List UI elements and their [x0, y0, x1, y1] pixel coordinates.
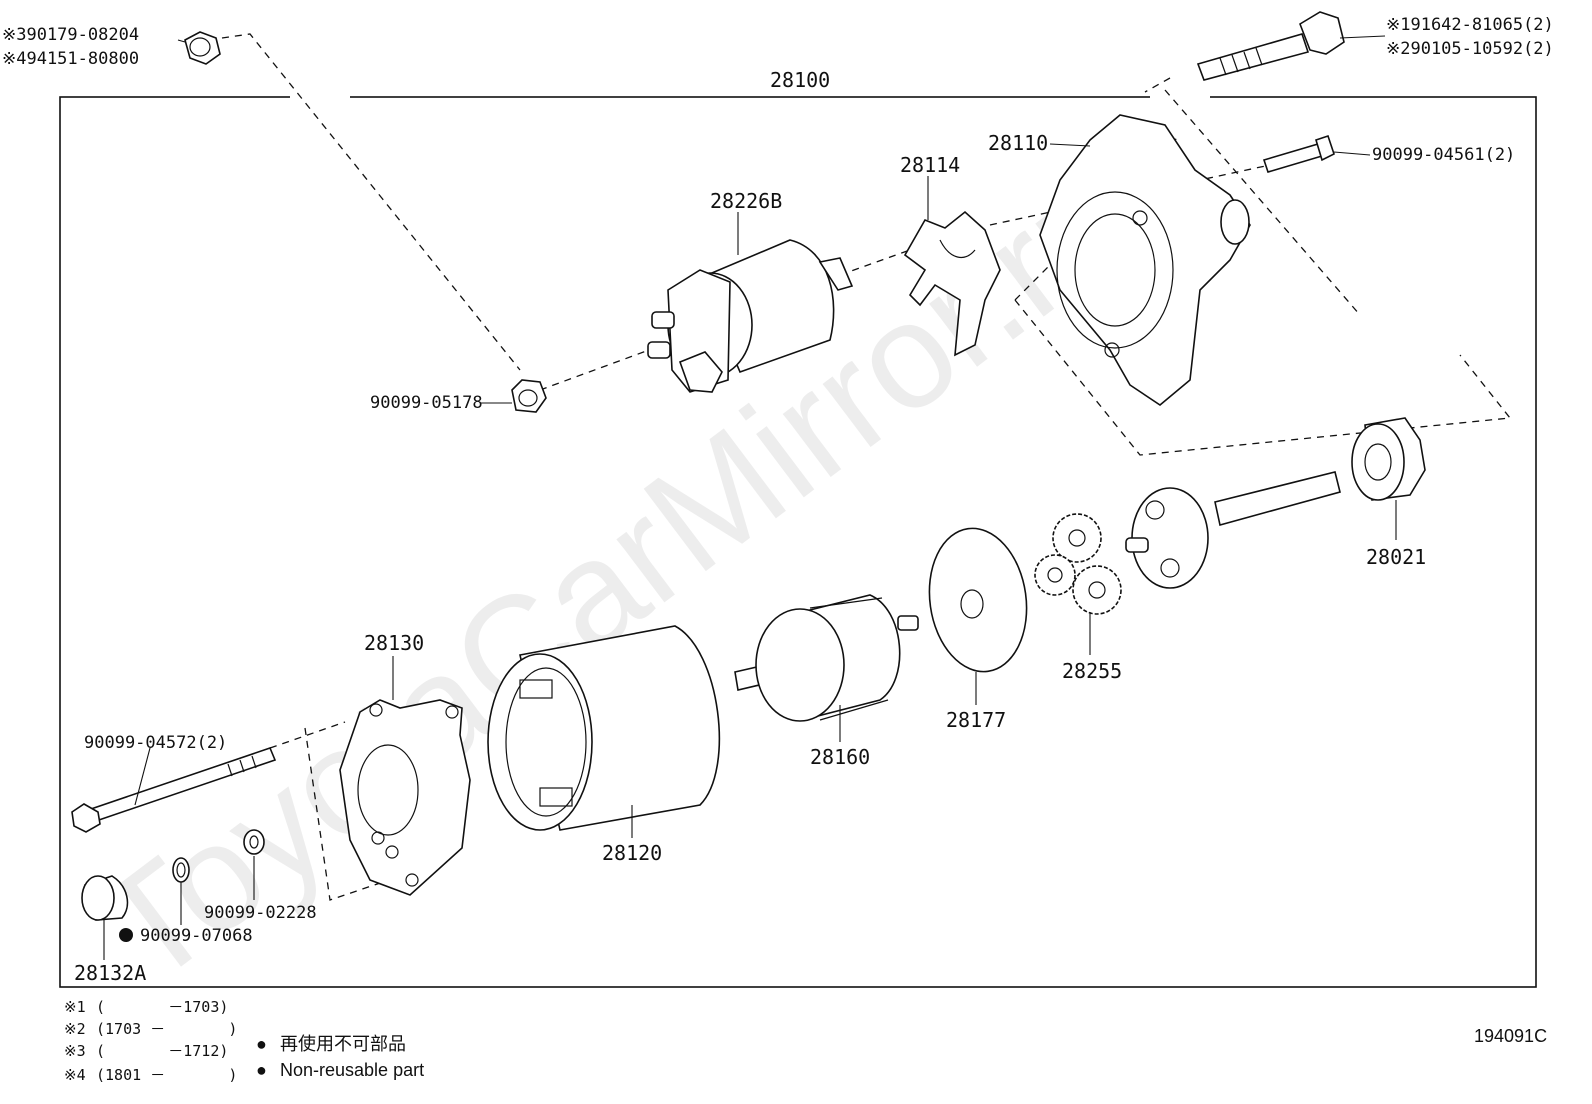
label-28160: 28160 [810, 745, 870, 769]
legend-text-en: Non-reusable part [280, 1060, 424, 1080]
label-90099-04572: 90099-04572(2) [84, 733, 227, 753]
bolt-91642 [1196, 11, 1345, 81]
label-28226b: 28226B [710, 189, 782, 213]
label-90105-10592: ※290105-10592(2) [1386, 39, 1554, 59]
bolt-90099-04561 [1262, 134, 1335, 173]
note-range-2: (1703 － ) [96, 1020, 237, 1038]
leader-lines [103, 35, 1397, 960]
washer-90099-02228 [243, 829, 265, 855]
legend: ● 再使用不可部品 ● Non-reusable part [256, 1034, 424, 1080]
label-90179-08204: ※390179-08204 [2, 25, 139, 45]
nut-90179 [184, 31, 221, 65]
note-range-3: ( －1712) [96, 1042, 228, 1060]
through-bolt-90099-04572 [71, 747, 277, 833]
armature-28160 [734, 594, 919, 722]
legend-text-ja: 再使用不可部品 [280, 1034, 406, 1054]
legend-dot-icon: ● [256, 1034, 267, 1054]
cap-28132a [81, 875, 129, 921]
note-mark-2: ※2 [64, 1020, 86, 1038]
label-28120: 28120 [602, 841, 662, 865]
note-range-4: (1801 － ) [96, 1066, 237, 1084]
planetary-gears-28255 [1034, 513, 1122, 615]
assembly-frame [59, 96, 1537, 988]
output-shaft [1125, 471, 1341, 589]
legend-dot-icon: ● [256, 1060, 267, 1080]
label-90099-07068: 90099-07068 [140, 926, 253, 946]
date-range-notes: ※1 ( －1703) ※2 (1703 － ) ※3 ( －1712) ※4 … [64, 998, 237, 1084]
ring-90099-07068 [172, 857, 190, 883]
label-94151-80800: ※494151-80800 [2, 49, 139, 69]
note-mark-3: ※3 [64, 1042, 86, 1060]
lever-28114 [903, 210, 1001, 357]
end-frame-28130 [339, 699, 471, 896]
label-28132a: 28132A [74, 961, 146, 985]
plate-28177 [928, 527, 1028, 673]
magnetic-switch-28226b [647, 239, 854, 393]
non-reusable-dot-icon [119, 928, 133, 942]
note-range-1: ( －1703) [96, 998, 228, 1016]
diagram-code: 194091C [1474, 1026, 1547, 1046]
label-28177: 28177 [946, 708, 1006, 732]
assembly-number: 28100 [770, 68, 830, 92]
housing-28110 [1039, 114, 1251, 406]
label-28021: 28021 [1366, 545, 1426, 569]
label-28114: 28114 [900, 153, 960, 177]
alignment-lines [221, 33, 1512, 901]
note-mark-1: ※1 [64, 998, 86, 1016]
label-90099-02228: 90099-02228 [204, 903, 317, 923]
nut-90099-05178 [511, 379, 547, 413]
label-90099-04561: 90099-04561(2) [1372, 145, 1515, 165]
note-mark-4: ※4 [64, 1066, 86, 1084]
label-90099-05178: 90099-05178 [370, 393, 483, 413]
pinion-gear-28021 [1351, 417, 1426, 501]
label-28130: 28130 [364, 631, 424, 655]
label-91642-81065: ※191642-81065(2) [1386, 15, 1554, 35]
label-28110: 28110 [988, 131, 1048, 155]
yoke-28120 [487, 625, 721, 831]
label-28255: 28255 [1062, 659, 1122, 683]
